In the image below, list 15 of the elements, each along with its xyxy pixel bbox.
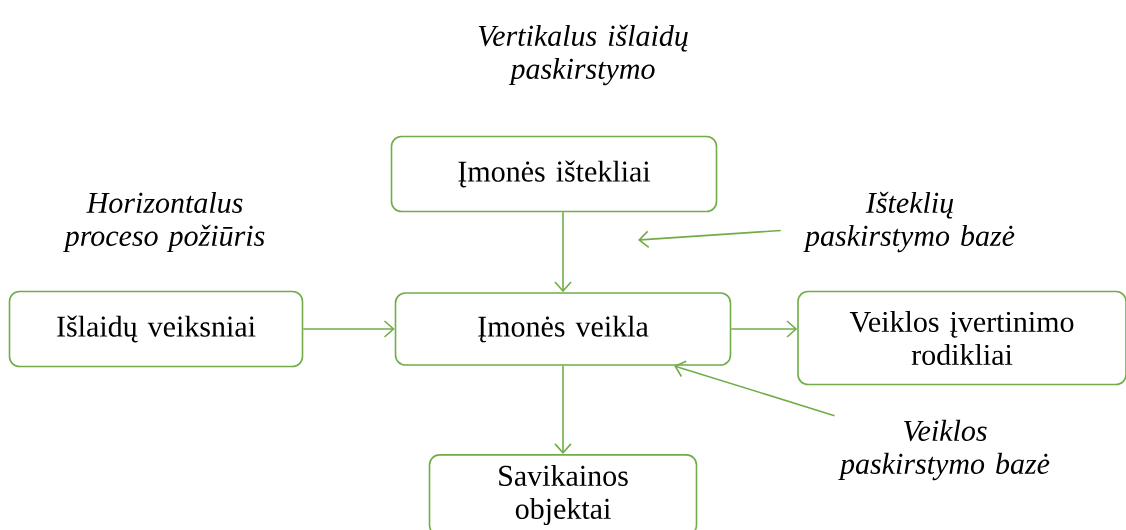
note-text: Veiklos paskirstymo bazė <box>838 419 1050 481</box>
process-box: Veiklos įvertinimo rodikliai <box>797 290 1126 386</box>
italic-heading: Horizontalus proceso požiūris <box>62 191 265 253</box>
arrow <box>674 360 836 417</box>
process-box: Įmonės veikla <box>394 292 732 366</box>
arrow <box>554 211 572 293</box>
process-box: Įmonės ištekliai <box>390 135 718 213</box>
arrow <box>554 365 572 455</box>
arrow <box>638 229 782 249</box>
note-text: Išteklių paskirstymo bazė <box>803 191 1015 253</box>
process-box: Savikainos objektai <box>428 454 698 530</box>
italic-heading: Vertikalus išlaidų paskirstymo <box>478 24 688 86</box>
arrow <box>730 320 798 338</box>
process-box: Išlaidų veiksniai <box>8 290 304 368</box>
arrow <box>302 320 395 338</box>
